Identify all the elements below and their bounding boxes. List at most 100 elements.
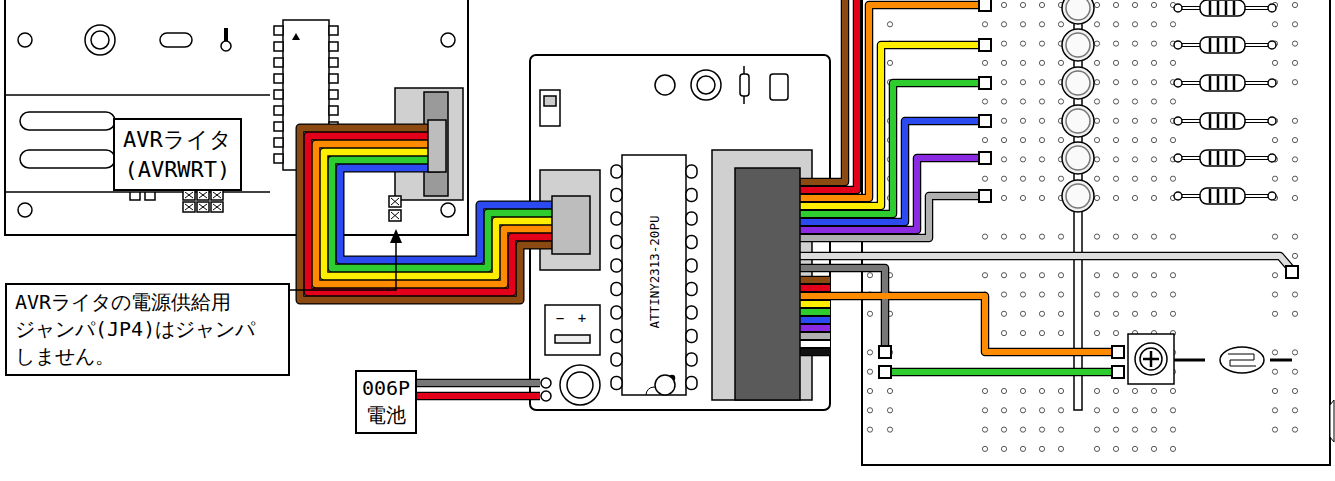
breadboard-holes bbox=[1132, 138, 1137, 143]
breadboard-holes bbox=[982, 273, 987, 278]
breadboard-holes bbox=[1039, 427, 1044, 432]
breadboard-holes bbox=[1272, 311, 1277, 316]
avr-writer-board bbox=[391, 198, 399, 205]
breadboard-holes bbox=[1039, 331, 1044, 336]
ribbon-cable-breadboard bbox=[790, 296, 1118, 352]
avr-writer-board bbox=[329, 106, 338, 115]
avr-writer-board bbox=[91, 31, 109, 49]
led-resistor-row bbox=[1066, 33, 1090, 57]
avr-writer-board bbox=[183, 202, 195, 212]
avr-writer-board bbox=[424, 92, 448, 196]
target-board bbox=[541, 391, 551, 401]
breadboard-holes bbox=[1272, 350, 1277, 355]
ribbon-cable bbox=[428, 120, 446, 172]
breadboard-holes bbox=[867, 273, 872, 278]
avr-writer-board bbox=[5, 191, 270, 193]
breadboard-holes bbox=[1020, 408, 1025, 413]
target-board bbox=[686, 189, 697, 202]
pot-and-cds bbox=[1220, 347, 1264, 373]
breadboard-holes bbox=[1292, 388, 1297, 393]
callout-leader bbox=[290, 240, 396, 290]
led-resistor-row bbox=[1268, 117, 1276, 125]
breadboard-holes bbox=[1170, 234, 1175, 239]
breadboard-holes bbox=[1113, 311, 1118, 316]
target-board bbox=[545, 305, 600, 355]
breadboard-holes bbox=[1113, 118, 1118, 123]
ribbon-cable-breadboard bbox=[979, 0, 991, 11]
led-resistor-row bbox=[1200, 113, 1245, 129]
avr-writer-board bbox=[329, 74, 338, 83]
ribbon-cable bbox=[552, 196, 590, 254]
node-text: AVRライタの電源供給用 ジャンパ(JP4)はジャンパ しません。 bbox=[15, 289, 280, 370]
breadboard-holes bbox=[1170, 273, 1175, 278]
led-resistor-row bbox=[1200, 188, 1245, 204]
avr-writer-board bbox=[185, 204, 193, 210]
breadboard-holes bbox=[1094, 118, 1099, 123]
avr-writer-board bbox=[221, 41, 231, 51]
pot-and-cds bbox=[1143, 358, 1159, 361]
led-resistor-row bbox=[1062, 29, 1094, 61]
ribbon-cable-breadboard bbox=[790, 196, 985, 238]
led-resistor-row bbox=[1066, 71, 1090, 95]
breadboard-holes bbox=[1292, 408, 1297, 413]
breadboard-holes bbox=[1113, 2, 1118, 7]
avr-writer-board bbox=[185, 192, 193, 198]
target-board bbox=[770, 74, 788, 100]
breadboard-holes bbox=[1094, 138, 1099, 143]
avr-writer-board bbox=[199, 204, 207, 210]
breadboard-holes bbox=[1001, 60, 1006, 65]
breadboard-holes bbox=[1058, 388, 1063, 393]
breadboard-holes bbox=[1132, 157, 1137, 162]
breadboard-holes bbox=[1001, 427, 1006, 432]
ribbon-cable-breadboard bbox=[735, 0, 1298, 400]
target-board bbox=[686, 236, 697, 249]
breadboard-holes bbox=[1170, 60, 1175, 65]
target-board bbox=[611, 353, 622, 366]
breadboard-holes bbox=[1039, 446, 1044, 451]
target-board bbox=[622, 155, 686, 395]
breadboard-holes bbox=[1094, 331, 1099, 336]
breadboard-holes bbox=[1001, 157, 1006, 162]
breadboard-holes bbox=[1039, 41, 1044, 46]
breadboard-holes bbox=[1132, 2, 1137, 7]
led-resistor-row bbox=[1217, 38, 1220, 52]
avr-writer-board bbox=[185, 204, 193, 210]
breadboard-holes bbox=[1132, 234, 1137, 239]
target-board bbox=[697, 76, 715, 94]
breadboard-holes bbox=[1039, 234, 1044, 239]
avr-writer-board bbox=[224, 28, 228, 41]
node-text: AVRライタ (AVRWRT) bbox=[123, 125, 232, 184]
breadboard-holes bbox=[1292, 118, 1297, 123]
breadboard-holes bbox=[1151, 195, 1156, 200]
breadboard-holes bbox=[1094, 388, 1099, 393]
breadboard-holes bbox=[1113, 427, 1118, 432]
breadboard-holes bbox=[1001, 195, 1006, 200]
target-board bbox=[686, 330, 697, 343]
avr-writer-board bbox=[199, 192, 207, 198]
battery-wires bbox=[410, 379, 540, 388]
breadboard-holes bbox=[1292, 22, 1297, 27]
breadboard-holes bbox=[1170, 427, 1175, 432]
breadboard-holes bbox=[1272, 138, 1277, 143]
breadboard-holes bbox=[1001, 176, 1006, 181]
breadboard-holes bbox=[1039, 176, 1044, 181]
breadboard-holes bbox=[1132, 446, 1137, 451]
breadboard-holes bbox=[887, 427, 892, 432]
target-board bbox=[740, 74, 749, 96]
avr-writer-board bbox=[145, 192, 155, 200]
breadboard-holes bbox=[1113, 60, 1118, 65]
led-resistor-row bbox=[1225, 38, 1228, 52]
ribbon-cable-breadboard bbox=[790, 296, 1118, 352]
breadboard-holes bbox=[1039, 273, 1044, 278]
breadboard-holes bbox=[1132, 22, 1137, 27]
led-resistor-row bbox=[1200, 0, 1245, 16]
breadboard-holes bbox=[982, 176, 987, 181]
target-board bbox=[686, 212, 697, 225]
avr-writer-board bbox=[213, 204, 221, 210]
ribbon-cable-breadboard bbox=[790, 0, 857, 190]
breadboard-holes bbox=[1292, 176, 1297, 181]
breadboard-holes bbox=[982, 408, 987, 413]
target-board bbox=[655, 375, 675, 395]
breadboard-holes bbox=[1001, 22, 1006, 27]
breadboard-holes bbox=[1113, 234, 1118, 239]
